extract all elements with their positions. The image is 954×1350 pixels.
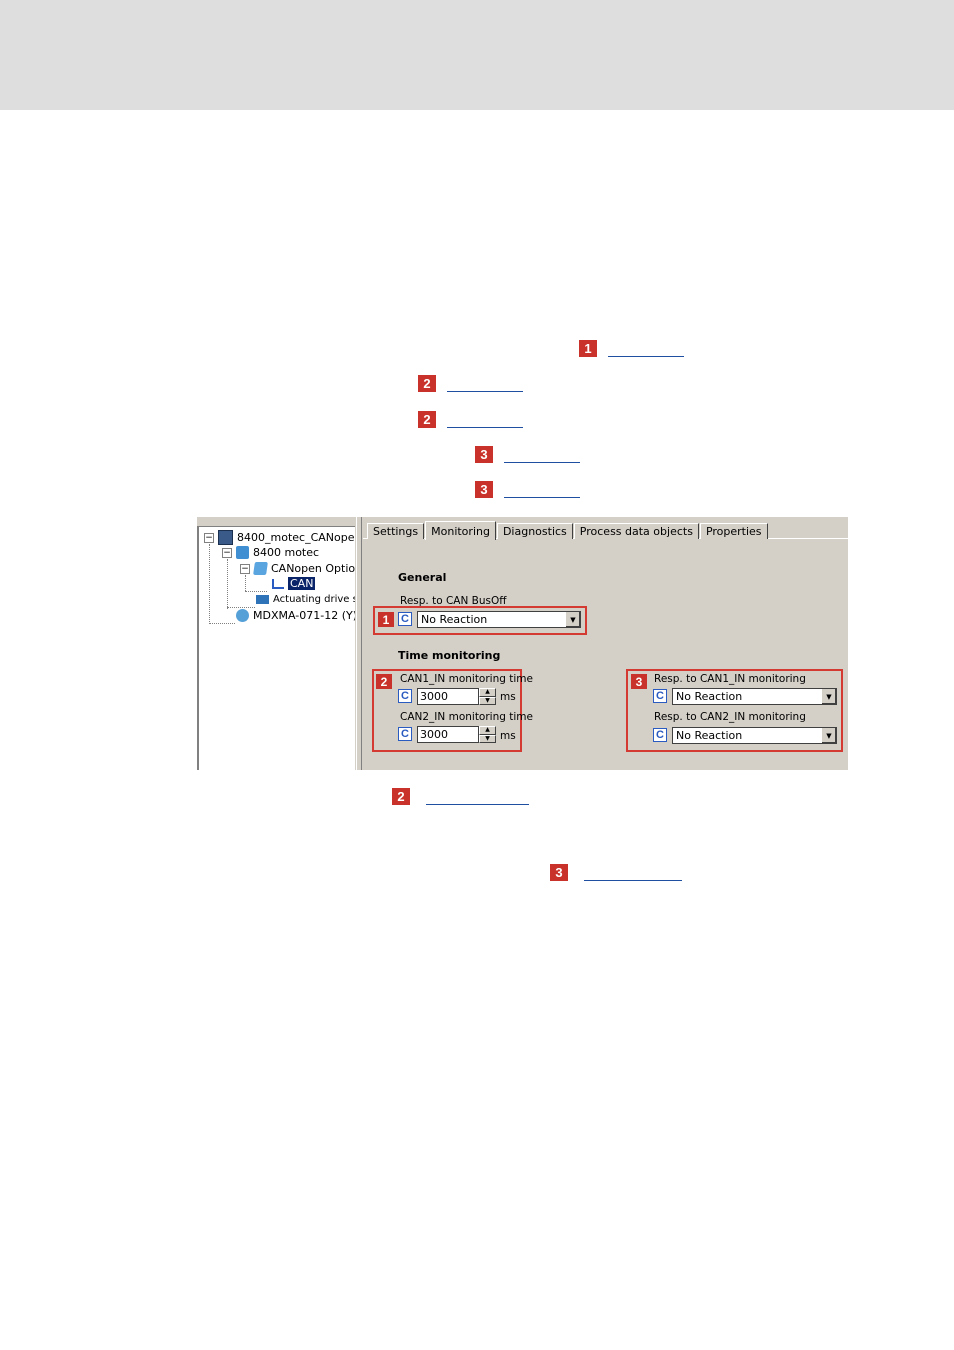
- page-header-band: [0, 0, 954, 110]
- ref-link[interactable]: [504, 480, 580, 498]
- tree-item-motor[interactable]: MDXMA-071-12 (Y): [236, 608, 355, 623]
- collapse-icon[interactable]: −: [222, 547, 232, 558]
- ref-link[interactable]: [584, 863, 682, 881]
- tab-diagnostics[interactable]: Diagnostics: [496, 523, 573, 539]
- tree-item-device[interactable]: − 8400 motec: [222, 545, 319, 560]
- ref-marker-3b[interactable]: 3: [475, 480, 580, 498]
- tree-item-project[interactable]: − 8400_motec_CANopen: [204, 530, 355, 545]
- c-button[interactable]: C: [653, 728, 667, 742]
- c-button[interactable]: C: [653, 689, 667, 703]
- project-icon: [218, 530, 233, 545]
- can1-resp-label: Resp. to CAN1_IN monitoring: [654, 673, 806, 685]
- tab-process-data-objects[interactable]: Process data objects: [573, 523, 699, 539]
- busoff-label: Resp. to CAN BusOff: [400, 595, 507, 607]
- ref-marker-2b[interactable]: 2: [418, 410, 523, 428]
- ref-badge: 1: [579, 339, 597, 357]
- select-value: No Reaction: [676, 729, 743, 742]
- ref-marker-1[interactable]: 1: [579, 339, 684, 357]
- tree-label: 8400_motec_CANopen: [237, 531, 355, 544]
- tree-label: 8400 motec: [253, 546, 320, 559]
- ref-marker-3[interactable]: 3: [475, 445, 580, 463]
- chevron-down-icon[interactable]: ▼: [565, 612, 580, 627]
- tree-label: Actuating drive s: [273, 594, 355, 605]
- tab-strip: Settings Monitoring Diagnostics Process …: [367, 520, 769, 540]
- select-value: No Reaction: [421, 613, 488, 626]
- c-button[interactable]: C: [398, 727, 412, 741]
- collapse-icon[interactable]: −: [240, 563, 250, 574]
- ref-marker-3c[interactable]: 3: [550, 863, 682, 881]
- busoff-select[interactable]: No Reaction ▼: [417, 611, 581, 628]
- can1-time-input[interactable]: 3000: [417, 688, 479, 705]
- unit-label: ms: [500, 730, 516, 742]
- ref-link[interactable]: [426, 787, 529, 805]
- tree-label: CANopen Option: [271, 562, 355, 575]
- highlight-badge: 1: [378, 612, 394, 627]
- tab-settings[interactable]: Settings: [367, 523, 425, 539]
- ref-badge: 3: [475, 480, 493, 498]
- splitter[interactable]: [356, 517, 362, 770]
- highlight-badge: 3: [631, 674, 647, 689]
- tab-properties[interactable]: Properties: [699, 523, 768, 539]
- select-value: No Reaction: [676, 690, 743, 703]
- c-button[interactable]: C: [398, 689, 412, 703]
- ref-marker-2[interactable]: 2: [418, 374, 523, 392]
- ref-badge: 3: [475, 445, 493, 463]
- up-arrow-icon[interactable]: ▲: [479, 688, 496, 697]
- project-tree: − 8400_motec_CANopen − 8400 motec − CANo…: [197, 526, 355, 770]
- can2-resp-select[interactable]: No Reaction ▼: [672, 727, 837, 744]
- ref-badge: 2: [418, 410, 436, 428]
- motor-icon: [236, 609, 249, 622]
- can1-time-stepper[interactable]: ▲▼: [479, 688, 496, 705]
- tree-label-selected: CAN: [288, 577, 316, 590]
- ref-link[interactable]: [504, 445, 580, 463]
- highlight-box-3: [626, 669, 843, 752]
- can2-resp-label: Resp. to CAN2_IN monitoring: [654, 711, 806, 723]
- highlight-box-1: [373, 606, 587, 635]
- can1-resp-select[interactable]: No Reaction ▼: [672, 688, 837, 705]
- bus-icon: [272, 578, 284, 589]
- chevron-down-icon[interactable]: ▼: [821, 689, 836, 704]
- option-module-icon: [253, 562, 268, 575]
- properties-panel: Settings Monitoring Diagnostics Process …: [363, 517, 848, 770]
- ref-link[interactable]: [447, 410, 523, 428]
- highlight-badge: 2: [376, 674, 392, 689]
- can2-time-stepper[interactable]: ▲▼: [479, 726, 496, 743]
- c-button[interactable]: C: [398, 612, 412, 626]
- unit-label: ms: [500, 691, 516, 703]
- down-arrow-icon[interactable]: ▼: [479, 734, 496, 743]
- tree-item-option[interactable]: − CANopen Option: [240, 561, 355, 576]
- can1-time-label: CAN1_IN monitoring time: [400, 673, 533, 685]
- collapse-icon[interactable]: −: [204, 532, 214, 543]
- section-title-general: General: [398, 571, 447, 584]
- tree-item-drive[interactable]: Actuating drive s: [256, 592, 355, 607]
- up-arrow-icon[interactable]: ▲: [479, 726, 496, 735]
- ref-badge: 2: [418, 374, 436, 392]
- can2-time-label: CAN2_IN monitoring time: [400, 711, 533, 723]
- app-window: − 8400_motec_CANopen − 8400 motec − CANo…: [197, 517, 848, 770]
- ref-badge: 2: [392, 787, 410, 805]
- drive-icon: [256, 595, 269, 604]
- ref-marker-2c[interactable]: 2: [392, 787, 529, 805]
- tree-item-can[interactable]: CAN: [272, 576, 316, 591]
- chevron-down-icon[interactable]: ▼: [821, 728, 836, 743]
- tree-label: MDXMA-071-12 (Y): [253, 609, 355, 622]
- tab-monitoring[interactable]: Monitoring: [425, 521, 496, 540]
- ref-link[interactable]: [447, 374, 523, 392]
- down-arrow-icon[interactable]: ▼: [479, 696, 496, 705]
- device-icon: [236, 546, 249, 559]
- can2-time-input[interactable]: 3000: [417, 726, 479, 743]
- highlight-box-2: [372, 669, 522, 752]
- ref-link[interactable]: [608, 339, 684, 357]
- section-title-time: Time monitoring: [398, 649, 501, 662]
- ref-badge: 3: [550, 863, 568, 881]
